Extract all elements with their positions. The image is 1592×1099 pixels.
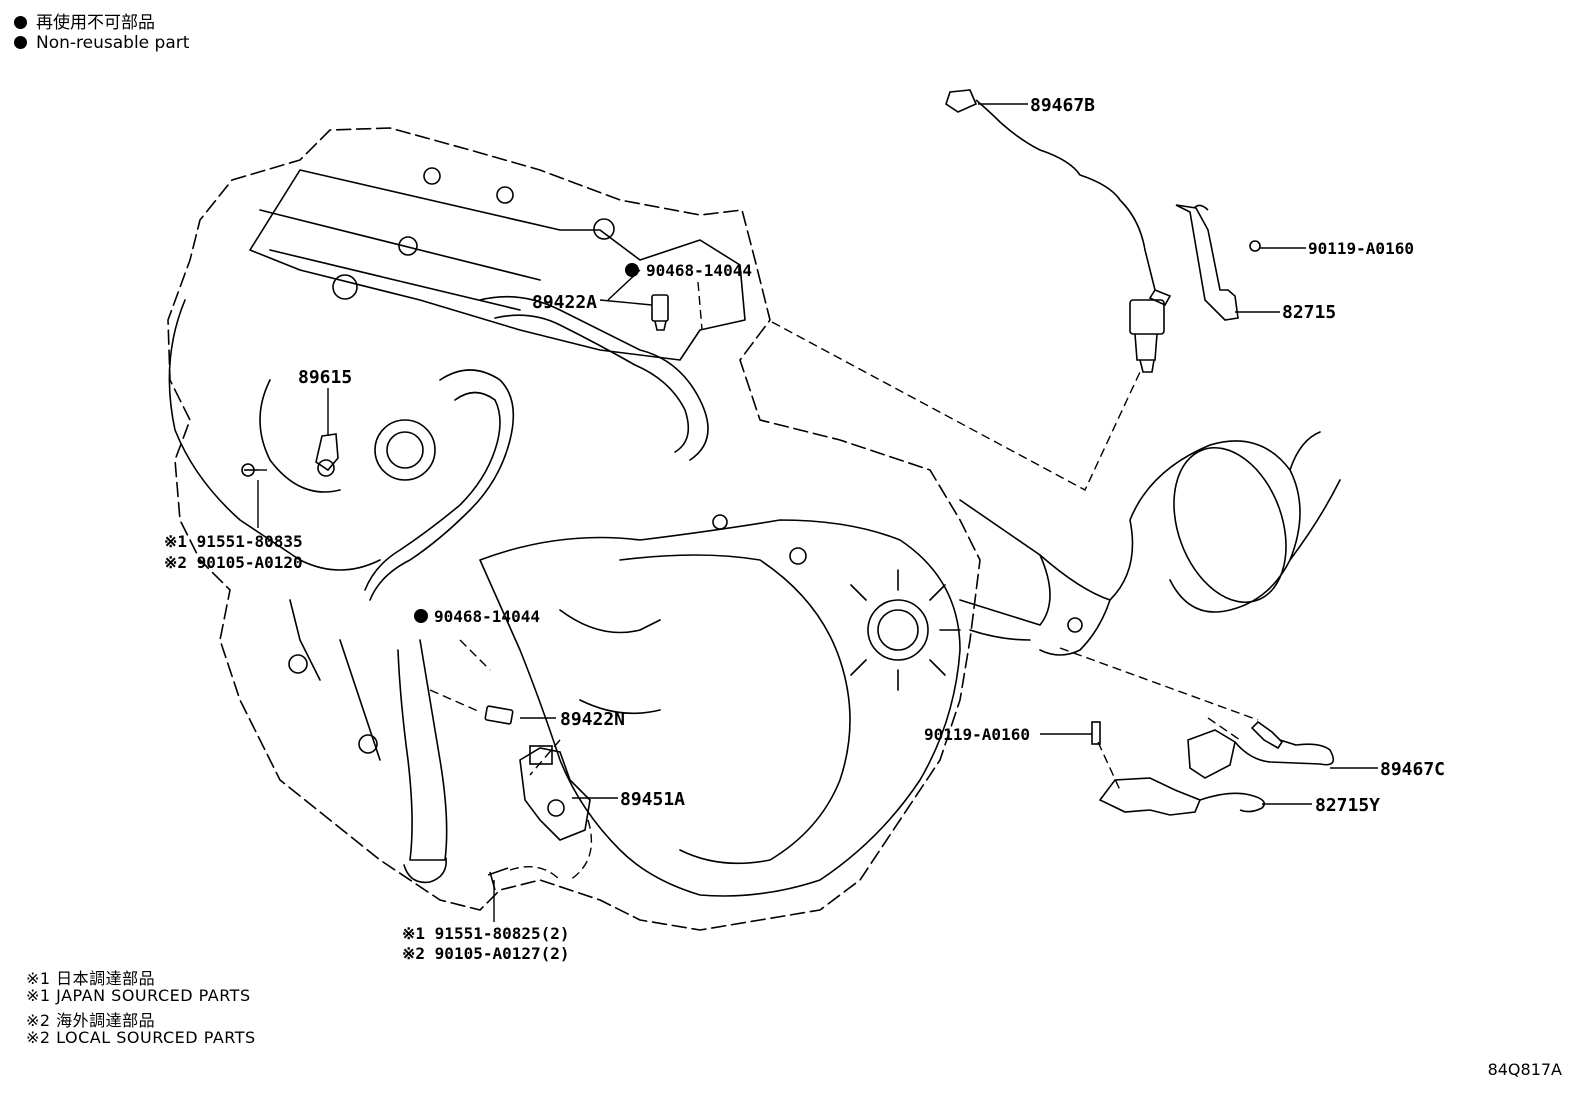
legend-text-jp: 再使用不可部品 [36, 13, 155, 33]
engine-transaxle-outline [167, 127, 1341, 931]
legend-non-reusable-jp: 再使用不可部品 [14, 8, 155, 33]
label-89615: 89615 [298, 367, 352, 388]
label-82715: 82715 [1282, 302, 1336, 323]
label-82715y: 82715Y [1315, 795, 1380, 816]
dashed-leaders [258, 281, 1259, 881]
label-bolt-90105-a0120: ※2 90105-A0120 [164, 553, 303, 572]
solid-leaders [257, 103, 1378, 922]
label-89451a: 89451A [620, 789, 685, 810]
bracket-82715 [1175, 204, 1261, 321]
non-reusable-marker [625, 263, 639, 277]
label-90468-14044-mid: 90468-14044 [434, 607, 540, 626]
footnote-1-jp: ※1 日本調達部品 [26, 969, 156, 988]
label-90119-a0160-bot: 90119-A0160 [924, 725, 1030, 744]
label-bolt-91551-80835: ※1 91551-80835 [164, 532, 303, 551]
diagram-id: 84Q817A [1487, 1060, 1562, 1079]
label-90468-14044-top: 90468-14044 [646, 261, 752, 280]
sensor-89467b [945, 89, 1172, 373]
legend-text-en: Non-reusable part [36, 33, 190, 53]
sensor-89615 [241, 433, 339, 477]
sensor-89422n [484, 705, 514, 725]
legend-non-reusable-en: Non-reusable part [14, 33, 189, 53]
footnote-2-en: ※2 LOCAL SOURCED PARTS [26, 1028, 256, 1047]
footnote-1-en: ※1 JAPAN SOURCED PARTS [26, 986, 251, 1005]
label-90119-a0160-top: 90119-A0160 [1308, 239, 1414, 258]
label-89422a: 89422A [532, 292, 597, 313]
filled-dot-icon [14, 16, 27, 29]
sensor-89422a [651, 294, 669, 331]
label-89467b: 89467B [1030, 95, 1095, 116]
sensor-89467c [1187, 720, 1335, 779]
label-89422n: 89422N [560, 709, 625, 730]
non-reusable-marker [414, 609, 428, 623]
label-89467c: 89467C [1380, 759, 1445, 780]
switch-89451a [487, 745, 591, 891]
label-bolt-91551-80825: ※1 91551-80825(2) [402, 924, 570, 943]
footnote-2-jp: ※2 海外調達部品 [26, 1011, 156, 1030]
filled-dot-icon [14, 36, 27, 49]
label-bolt-90105-a0127: ※2 90105-A0127(2) [402, 944, 570, 963]
bracket-82715y [1091, 721, 1266, 816]
